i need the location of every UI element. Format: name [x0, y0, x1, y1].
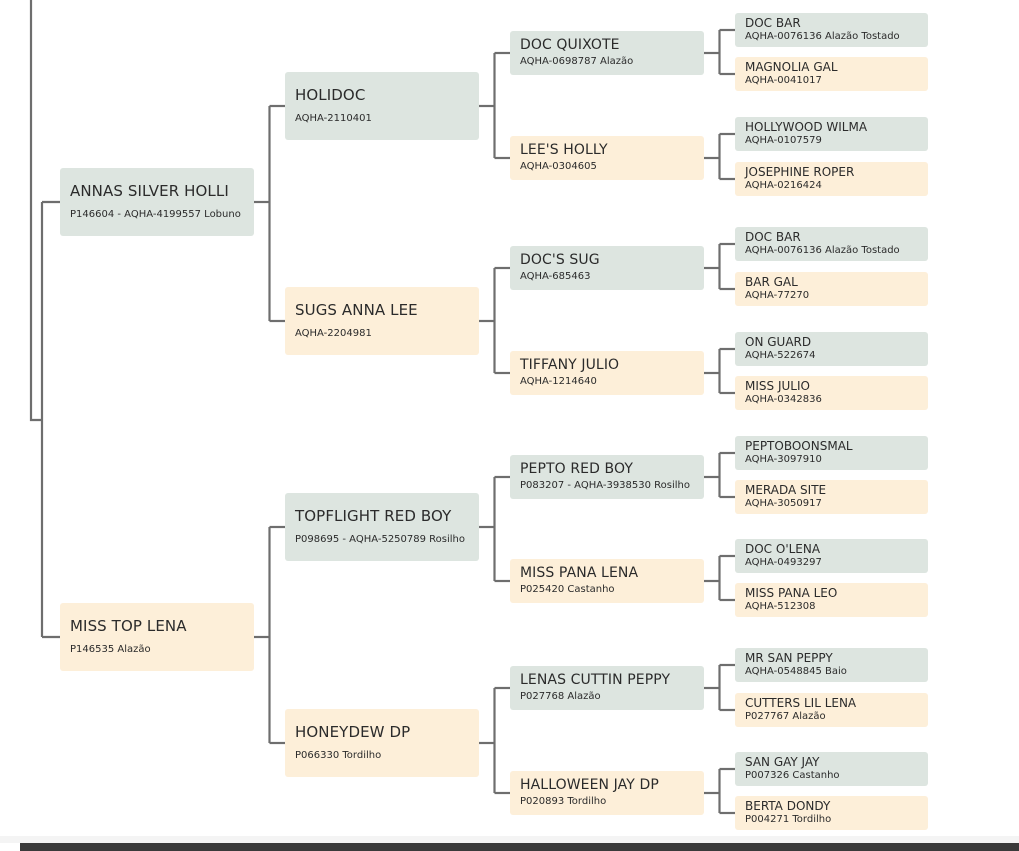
horse-card-doc-s-sug[interactable]: DOC'S SUG AQHA-685463: [510, 246, 704, 290]
horse-name: LENAS CUTTIN PEPPY: [520, 672, 671, 688]
horse-name: HOLIDOC: [295, 86, 366, 104]
horse-registration: AQHA-0548845 Baio: [745, 666, 847, 677]
horse-name: SUGS ANNA LEE: [295, 301, 418, 319]
horse-registration: AQHA-77270: [745, 290, 810, 301]
horse-registration: AQHA-0076136 Alazão Tostado: [745, 31, 900, 42]
horse-registration: AQHA-0076136 Alazão Tostado: [745, 245, 900, 256]
horse-registration: AQHA-0107579: [745, 135, 822, 146]
horse-card-doc-quixote[interactable]: DOC QUIXOTE AQHA-0698787 Alazão: [510, 31, 704, 75]
horse-card-miss-top-lena[interactable]: MISS TOP LENA P146535 Alazão: [60, 603, 254, 671]
horse-card-pepto-red-boy[interactable]: PEPTO RED BOY P083207 - AQHA-3938530 Rosi…: [510, 455, 704, 499]
horse-name: MISS PANA LEO: [745, 586, 838, 600]
horse-name: MISS TOP LENA: [70, 617, 187, 635]
horse-name: DOC QUIXOTE: [520, 37, 620, 53]
horse-card-honeydew-dp[interactable]: HONEYDEW DP P066330 Tordilho: [285, 709, 479, 777]
horse-registration: P007326 Castanho: [745, 770, 840, 781]
horse-name: ANNAS SILVER HOLLI: [70, 182, 229, 200]
horse-registration: AQHA-522674: [745, 350, 816, 361]
horse-registration: AQHA-512308: [745, 601, 816, 612]
horse-registration: P066330 Tordilho: [295, 750, 382, 761]
horse-registration: P027767 Alazão: [745, 711, 826, 722]
horizontal-scrollbar-track[interactable]: [0, 836, 1019, 843]
horse-registration: P025420 Castanho: [520, 584, 615, 595]
horse-name: DOC'S SUG: [520, 252, 600, 268]
horse-registration: AQHA-0493297: [745, 557, 822, 568]
horse-registration: AQHA-1214640: [520, 376, 597, 387]
horse-registration: P146535 Alazão: [70, 644, 151, 655]
horse-card-halloween-jay-dp[interactable]: HALLOWEEN JAY DP P020893 Tordilho: [510, 771, 704, 815]
horse-registration: AQHA-3097910: [745, 454, 822, 465]
horse-name: MAGNOLIA GAL: [745, 60, 838, 74]
horse-registration: P098695 - AQHA-5250789 Rosilho: [295, 534, 466, 545]
horse-name: MISS PANA LENA: [520, 565, 639, 581]
horse-name: SAN GAY JAY: [745, 755, 820, 769]
horse-registration: AQHA-0216424: [745, 180, 822, 191]
horse-card-topflight-red-boy[interactable]: TOPFLIGHT RED BOY P098695 - AQHA-5250789 …: [285, 493, 479, 561]
horse-registration: AQHA-0342836: [745, 394, 822, 405]
horse-registration: AQHA-2110401: [295, 113, 372, 124]
horse-registration: AQHA-0698787 Alazão: [520, 56, 634, 67]
horse-registration: P083207 - AQHA-3938530 Rosilho: [520, 480, 691, 491]
horse-registration: P146604 - AQHA-4199557 Lobuno: [70, 209, 241, 220]
horse-name: BERTA DONDY: [745, 799, 831, 813]
horse-name: HALLOWEEN JAY DP: [520, 777, 659, 793]
horse-name: PEPTOBOONSMAL: [745, 439, 853, 453]
horse-name: BAR GAL: [745, 275, 798, 289]
horse-name: MERADA SITE: [745, 483, 827, 497]
horse-registration: AQHA-0304605: [520, 161, 597, 172]
horse-name: ON GUARD: [745, 335, 812, 349]
horse-card-holidoc[interactable]: HOLIDOC AQHA-2110401: [285, 72, 479, 140]
horse-card-miss-pana-lena[interactable]: MISS PANA LENA P025420 Castanho: [510, 559, 704, 603]
horse-name: CUTTERS LIL LENA: [745, 696, 857, 710]
horse-registration: P027768 Alazão: [520, 691, 601, 702]
horse-name: PEPTO RED BOY: [520, 461, 634, 477]
horse-name: MISS JULIO: [745, 379, 810, 393]
horse-name: LEE'S HOLLY: [520, 142, 608, 158]
horizontal-scrollbar[interactable]: [20, 843, 1019, 851]
root-connector: [29, 0, 42, 422]
horse-card-lee-s-holly[interactable]: LEE'S HOLLY AQHA-0304605: [510, 136, 704, 180]
horse-registration: AQHA-3050917: [745, 498, 822, 509]
horse-name: TOPFLIGHT RED BOY: [295, 507, 452, 525]
horse-card-annas-silver-holli[interactable]: ANNAS SILVER HOLLI P146604 - AQHA-4199557…: [60, 168, 254, 236]
horse-registration: AQHA-685463: [520, 271, 591, 282]
horse-name: HONEYDEW DP: [295, 723, 411, 741]
horse-name: DOC BAR: [745, 16, 801, 30]
horse-registration: AQHA-2204981: [295, 328, 372, 339]
horse-registration: P020893 Tordilho: [520, 796, 607, 807]
horse-card-sugs-anna-lee[interactable]: SUGS ANNA LEE AQHA-2204981: [285, 287, 479, 355]
horse-name: MR SAN PEPPY: [745, 651, 833, 665]
horse-card-tiffany-julio[interactable]: TIFFANY JULIO AQHA-1214640: [510, 351, 704, 395]
horse-name: HOLLYWOOD WILMA: [745, 120, 868, 134]
horse-name: DOC BAR: [745, 230, 801, 244]
horse-card-lenas-cuttin-peppy[interactable]: LENAS CUTTIN PEPPY P027768 Alazão: [510, 666, 704, 710]
horse-name: TIFFANY JULIO: [520, 357, 620, 373]
horse-name: JOSEPHINE ROPER: [745, 165, 855, 179]
horse-registration: AQHA-0041017: [745, 75, 822, 86]
horse-name: DOC O'LENA: [745, 542, 821, 556]
horse-registration: P004271 Tordilho: [745, 814, 832, 825]
